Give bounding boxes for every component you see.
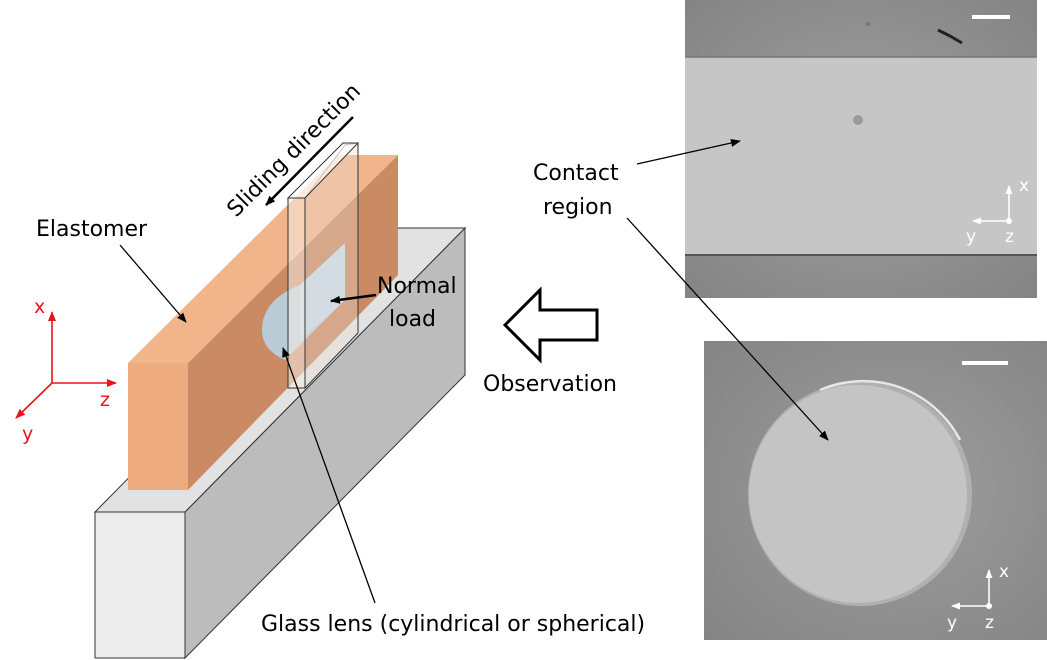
- glass-slide: [286, 142, 360, 390]
- normal-load-label-line1: Normal: [377, 274, 457, 299]
- scale-bar: [972, 15, 1010, 19]
- slide-front: [287, 197, 306, 389]
- main-coordinate-axes: x z y: [15, 296, 117, 445]
- normal-load-label-line2: load: [389, 307, 436, 332]
- observation-arrow: [502, 286, 599, 364]
- contact-disk: [749, 385, 967, 603]
- lens-flat-face: [300, 243, 345, 340]
- axis-y-arrow: [15, 382, 53, 419]
- photo-bottom-axis-origin: [986, 603, 992, 609]
- photo-top-axis-x-label: x: [1019, 176, 1029, 196]
- slide-top: [286, 142, 360, 199]
- photo-bottom-axis-z-label: z: [985, 613, 994, 633]
- sliding-direction-arrow: [265, 116, 354, 206]
- elastomer-label: Elastomer: [36, 217, 148, 242]
- elastomer-top-face: [128, 155, 398, 363]
- photo-bottom-axis-y-label: y: [947, 613, 957, 633]
- observation-label: Observation: [483, 372, 617, 397]
- photo-spherical-contact: x y z: [704, 341, 1047, 640]
- photo-top-axis-origin: [1006, 218, 1012, 224]
- glass-lens-label: Glass lens (cylindrical or spherical): [261, 612, 645, 637]
- normal-load-arrow: [330, 293, 377, 304]
- axis-y-label: y: [22, 423, 33, 445]
- glass-lens-pointer: [282, 347, 376, 604]
- contact-band: [685, 57, 1037, 255]
- photo-bottom-axis-x-label: x: [999, 562, 1009, 582]
- contact-region-label-line1: Contact: [533, 161, 619, 186]
- debris: [937, 28, 963, 45]
- contact-region-pointer-top: [636, 139, 741, 165]
- speck: [853, 115, 863, 125]
- axis-z-label: z: [100, 389, 110, 411]
- base-front-face: [94, 511, 186, 659]
- contact-region-pointer-bottom: [626, 217, 829, 441]
- axis-x-label: x: [34, 296, 45, 318]
- photo-top-axis-y-label: y: [966, 227, 976, 247]
- elastomer-pointer: [119, 244, 187, 323]
- contact-region-label-line2: region: [543, 195, 613, 220]
- speck: [866, 22, 870, 26]
- photo-cylindrical-contact: x y z: [685, 0, 1037, 298]
- scale-bar: [962, 361, 1008, 365]
- disk-highlight: [819, 379, 962, 441]
- photo-top-axis-z-label: z: [1005, 227, 1014, 247]
- elastomer-front-face: [128, 363, 188, 490]
